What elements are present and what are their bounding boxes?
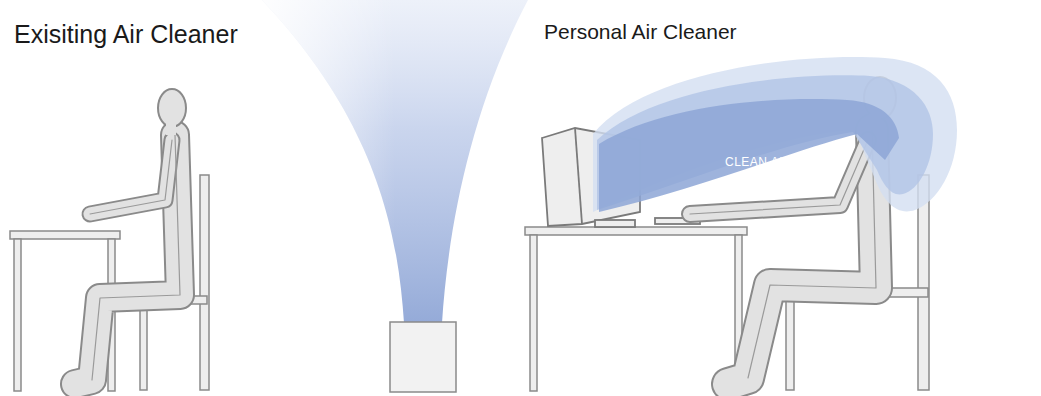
zone-layer	[593, 57, 957, 212]
zone-shape	[585, 52, 960, 222]
zone-label: CLEAN AIR ZONE	[725, 155, 831, 169]
clean-air-zone: CLEAN AIR ZONE	[585, 52, 960, 222]
right-table	[525, 227, 747, 391]
zone-layer	[599, 99, 899, 212]
panel-title: Personal Air Cleaner	[544, 20, 737, 44]
panel-title: Exisiting Air Cleaner	[14, 20, 238, 49]
left-person	[75, 89, 186, 384]
room-air-cleaner	[262, 0, 528, 392]
